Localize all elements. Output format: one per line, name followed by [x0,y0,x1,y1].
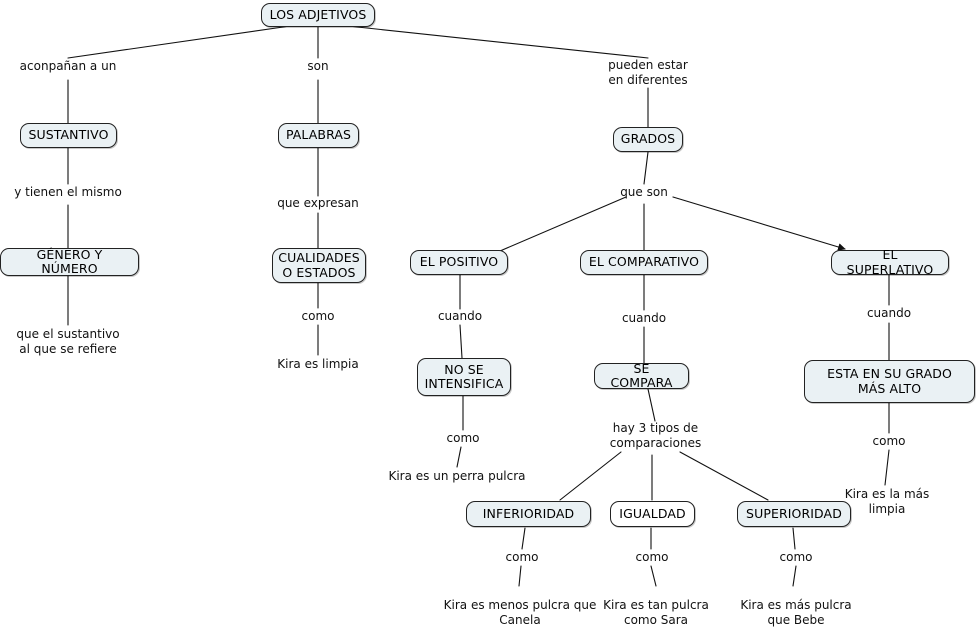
link-label-como-superlativo: como [872,434,906,448]
node-sustantivo[interactable]: SUSTANTIVO [20,123,117,148]
link-label-son: son [307,59,329,73]
edge-como-to-kiraesmenos [518,565,522,587]
edge-hay3tipos-to-superioridad [679,451,769,501]
leaf-text-kira-es-tan-pulcra-como-sara: Kira es tan pulcra como Sara [603,598,709,627]
edge-queson-to-elsuperlativo [672,196,846,251]
edge-como-to-kiraeslamas [884,449,890,486]
node-label: ESTA EN SU GRADO MÁS ALTO [827,366,952,396]
node-label: LOS ADJETIVOS [269,6,367,22]
edge-secompara-to-hay3tipos [647,388,656,422]
node-genero-y-numero[interactable]: GÉNERO Y NÚMERO [0,246,139,276]
node-se-compara[interactable]: SE COMPARA [594,360,689,390]
node-label: SE COMPARA [610,360,673,390]
node-label: SUPERIORIDAD [746,505,842,521]
edge-grados-to-queson [643,151,649,185]
edge-root-to-pueden-estar [347,25,649,59]
edge-superioridad-to-como [792,527,796,550]
link-label-cuando-superlativo: cuando [866,306,912,320]
node-el-positivo[interactable]: EL POSITIVO [410,250,508,275]
node-grados[interactable]: GRADOS [613,127,683,152]
leaf-text-kira-es-menos-pulcra-que-canela: Kira es menos pulcra que Canela [443,598,597,627]
link-label-cuando-positivo: cuando [437,309,483,323]
node-label: IGUALDAD [619,505,686,521]
link-label-que-son: que son [620,185,668,199]
node-label: EL SUPERLATIVO [846,247,934,277]
node-el-comparativo[interactable]: EL COMPARATIVO [580,250,708,275]
node-label: INFERIORIDAD [482,505,575,521]
node-el-superlativo[interactable]: EL SUPERLATIVO [831,247,949,277]
leaf-text-kira-es-limpia: Kira es limpia [277,357,359,371]
node-label: PALABRAS [285,127,352,143]
link-label-y-tienen-el-mismo: y tienen el mismo [14,185,122,199]
leaf-text-kira-es-un-perra-pulcra: Kira es un perra pulcra [388,469,526,483]
node-label: GÉNERO Y NÚMERO [36,246,103,276]
edge-root-to-acompanan [67,25,291,59]
link-label-como-igualdad: como [635,550,669,564]
node-label: NO SE INTENSIFICA [424,361,504,391]
link-label-cuando-comparativo: cuando [621,311,667,325]
link-label-acompanan-a-un: aconpañan a un [19,59,117,73]
link-label-como-superioridad: como [779,550,813,564]
node-superioridad[interactable]: SUPERIORIDAD [737,501,851,527]
link-label-como-cualidades: como [301,309,335,323]
node-esta-en-su-grado-mas-alto[interactable]: ESTA EN SU GRADO MÁS ALTO [804,360,975,403]
node-igualdad[interactable]: IGUALDAD [610,501,695,527]
link-label-pueden-estar-en-diferentes: pueden estar en diferentes [608,58,688,87]
node-label: SUSTANTIVO [28,127,109,143]
edge-cuando-to-nosenintensifica [459,324,463,359]
link-label-hay-3-tipos-de-comparaciones: hay 3 tipos de comparaciones [609,421,702,450]
node-label: CUALIDADES O ESTADOS [278,250,360,280]
edge-como-to-kiraesunperra [456,446,462,468]
node-no-se-intensifica[interactable]: NO SE INTENSIFICA [417,358,511,396]
edge-inferioridad-to-como [521,527,526,550]
leaf-text-que-el-sustantivo: que el sustantivo al que se refiere [16,327,120,356]
node-label: EL COMPARATIVO [588,254,700,270]
link-label-que-expresan: que expresan [277,196,359,210]
node-palabras[interactable]: PALABRAS [278,123,359,148]
edge-queson-to-elpositivo [499,196,627,252]
leaf-text-kira-es-la-mas-limpia: Kira es la más limpia [844,487,930,516]
node-label: GRADOS [620,131,676,147]
edge-como-to-kiraesmas [792,565,797,587]
edge-como-to-kiraestan [650,565,657,587]
leaf-text-kira-es-mas-pulcra-que-bebe: Kira es más pulcra que Bebe [740,598,852,627]
link-label-como-inferioridad: como [505,550,539,564]
node-los-adjetivos[interactable]: LOS ADJETIVOS [261,3,375,27]
link-label-como-no-se-intensifica: como [446,431,480,445]
edge-hay3tipos-to-inferioridad [559,451,622,501]
node-label: EL POSITIVO [419,254,499,270]
node-cualidades-o-estados[interactable]: CUALIDADES O ESTADOS [272,248,366,283]
node-inferioridad[interactable]: INFERIORIDAD [466,501,591,527]
